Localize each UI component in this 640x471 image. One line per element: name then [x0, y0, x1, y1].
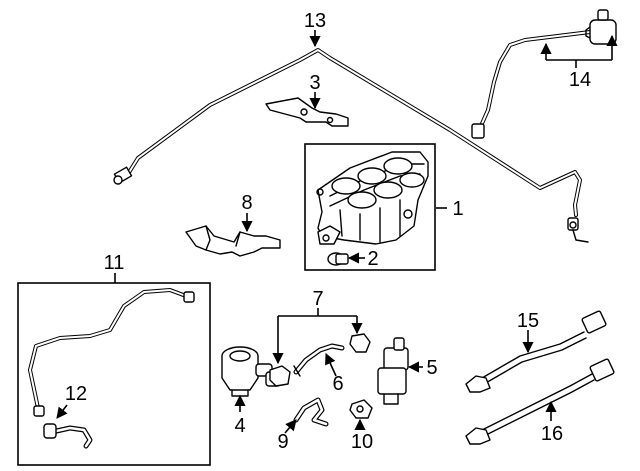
- grommet-2: [327, 252, 349, 266]
- oxygen-sensor-16: [465, 358, 615, 445]
- callout-2: 2: [367, 248, 378, 270]
- callout-10: 10: [351, 431, 373, 453]
- callout-3: 3: [309, 72, 320, 94]
- bracket-3: [265, 97, 349, 127]
- bracket-8: [185, 225, 281, 257]
- vapor-line-13: [113, 48, 589, 243]
- clamps-7: [269, 333, 371, 387]
- callout-9: 9: [277, 431, 288, 453]
- hose-12: [43, 423, 93, 449]
- callout-5: 5: [426, 357, 437, 379]
- callout-11: 11: [104, 252, 125, 274]
- callout-16: 16: [541, 423, 563, 445]
- solenoid-5: [377, 337, 409, 405]
- hose-9: [293, 397, 329, 427]
- callout-1: 1: [452, 198, 463, 220]
- canister-frame: [304, 143, 436, 271]
- leader-lines: [56, 30, 618, 434]
- vent-hose-11: [28, 288, 195, 417]
- callout-8: 8: [241, 192, 252, 214]
- callout-12: 12: [65, 383, 87, 405]
- callout-13: 13: [304, 10, 326, 32]
- clamp-10: [349, 399, 373, 419]
- oxygen-sensor-15: [465, 310, 607, 393]
- filter-line-14: [471, 9, 617, 139]
- callouts: 13 3 14 1 2 8 11 12 7 6 5 4 9 10 15 16: [65, 10, 591, 453]
- callout-6: 6: [332, 373, 343, 395]
- charcoal-canister-1: [316, 151, 429, 245]
- callout-14: 14: [569, 69, 591, 91]
- hose-kit-frame: [17, 282, 211, 466]
- callout-15: 15: [517, 310, 539, 332]
- hose-6: [293, 343, 345, 377]
- callout-7: 7: [312, 288, 323, 310]
- callout-4: 4: [234, 415, 245, 437]
